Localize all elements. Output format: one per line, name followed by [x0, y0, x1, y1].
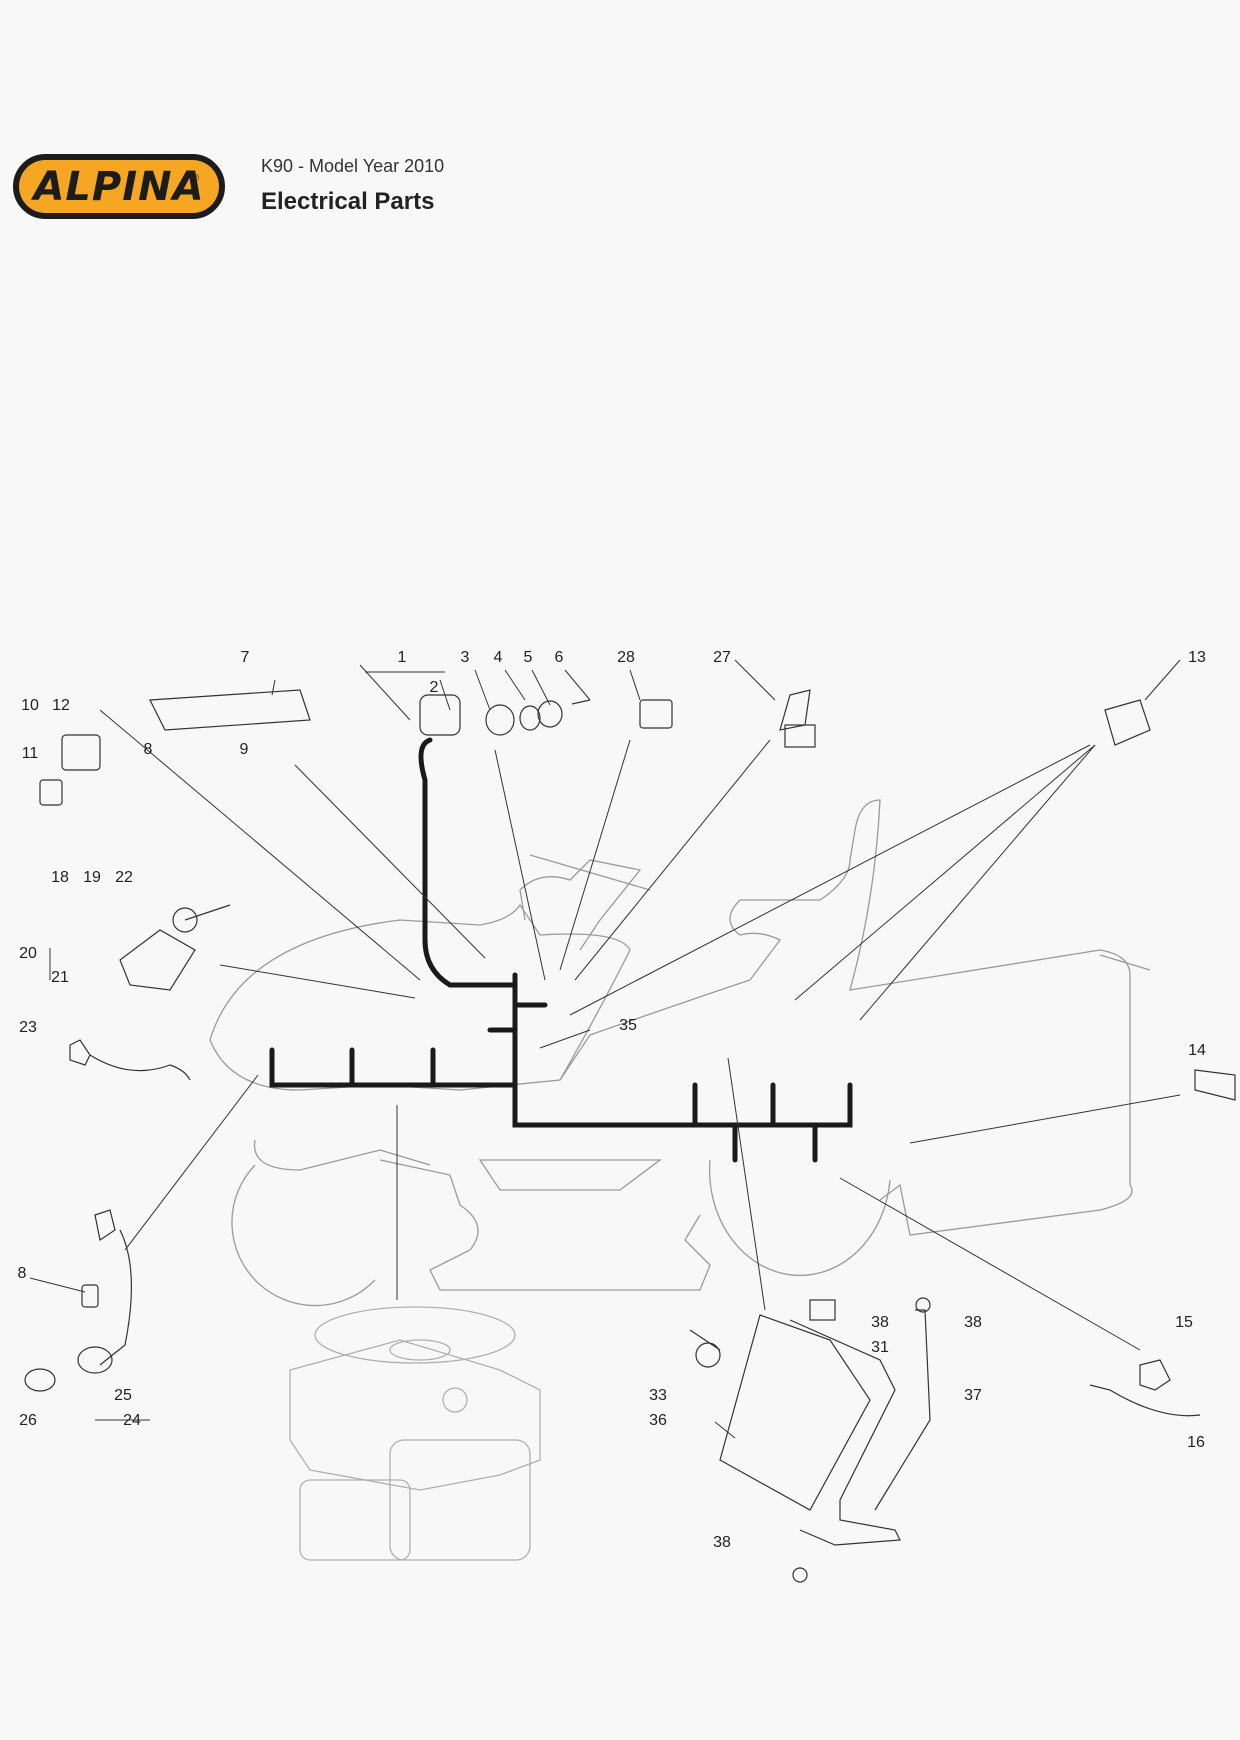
callout-label: 3	[461, 649, 470, 666]
callout-label: 7	[241, 649, 250, 666]
callout-label: 22	[115, 869, 133, 886]
logo-wordmark: ALPINA	[33, 163, 205, 210]
callout-label: 9	[240, 741, 249, 758]
leader-lines	[29, 659, 1181, 1439]
tractor-outline	[209, 799, 1151, 1307]
callout-label: 19	[83, 869, 101, 886]
callout-label: 1	[398, 649, 407, 666]
callout-label: 6	[555, 649, 564, 666]
wiring-harness	[269, 737, 853, 1163]
callout-label: 21	[51, 969, 69, 986]
callout-label: 16	[1187, 1434, 1205, 1451]
callout-label: 8	[144, 741, 153, 758]
callout-label: 27	[713, 649, 731, 666]
callout-label: 28	[617, 649, 635, 666]
engine-outline	[289, 1306, 541, 1561]
callout-label: 14	[1188, 1042, 1206, 1059]
callout-label: 18	[51, 869, 69, 886]
callout-label: 35	[619, 1017, 637, 1034]
callout-label: 13	[1188, 649, 1206, 666]
callout-label: 38	[713, 1534, 731, 1551]
callout-label: 8	[18, 1265, 27, 1282]
callout-label: 26	[19, 1412, 37, 1429]
callout-label: 4	[494, 649, 503, 666]
callout-label: 5	[524, 649, 533, 666]
callout-label: 12	[52, 697, 70, 714]
callout-label: 31	[871, 1339, 889, 1356]
callout-label: 20	[19, 945, 37, 962]
callout-label: 11	[22, 745, 39, 762]
component-drawings	[24, 689, 1236, 1583]
callout-label: 25	[114, 1387, 132, 1404]
page-title: Electrical Parts	[261, 188, 435, 215]
callout-label: 36	[649, 1412, 667, 1429]
callout-label: 24	[123, 1412, 141, 1429]
callout-label: 38	[871, 1314, 889, 1331]
page-header: ALPINA ® K90 - Model Year 2010 Electrica…	[0, 0, 1240, 240]
callout-label: 37	[964, 1387, 982, 1404]
callout-label: 10	[21, 697, 39, 714]
model-line: K90 - Model Year 2010	[261, 156, 445, 176]
logo-badge: ALPINA ®	[19, 160, 219, 213]
alpina-logo: ALPINA ®	[13, 154, 225, 219]
callout-label: 2	[430, 679, 439, 696]
callout-label: 38	[964, 1314, 982, 1331]
callout-label: 23	[19, 1019, 37, 1036]
callout-label: 33	[649, 1387, 667, 1404]
callout-label: 15	[1175, 1314, 1193, 1331]
registered-mark: ®	[191, 173, 199, 184]
